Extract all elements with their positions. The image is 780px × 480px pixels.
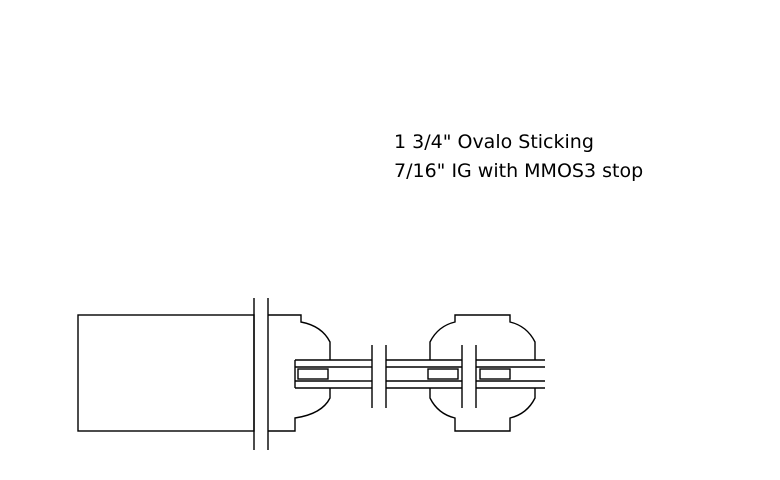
center-bar-ovalo-profile	[429, 314, 536, 432]
right-glass-lines	[386, 359, 545, 389]
center-left-glazing-stop	[427, 368, 459, 380]
left-stile-ovalo-profile	[268, 314, 331, 432]
sticking-spec-label: 1 3/4" Ovalo Sticking	[394, 131, 594, 153]
glazing-spec-label: 7/16" IG with MMOS3 stop	[394, 160, 644, 182]
frame-block	[77, 314, 255, 432]
left-glazing-stop	[297, 368, 329, 380]
break-lines	[360, 345, 387, 408]
frame-section-lines	[253, 298, 269, 450]
center-divider	[461, 345, 477, 408]
center-right-glazing-stop	[479, 368, 511, 380]
left-glass-lines	[294, 359, 360, 389]
